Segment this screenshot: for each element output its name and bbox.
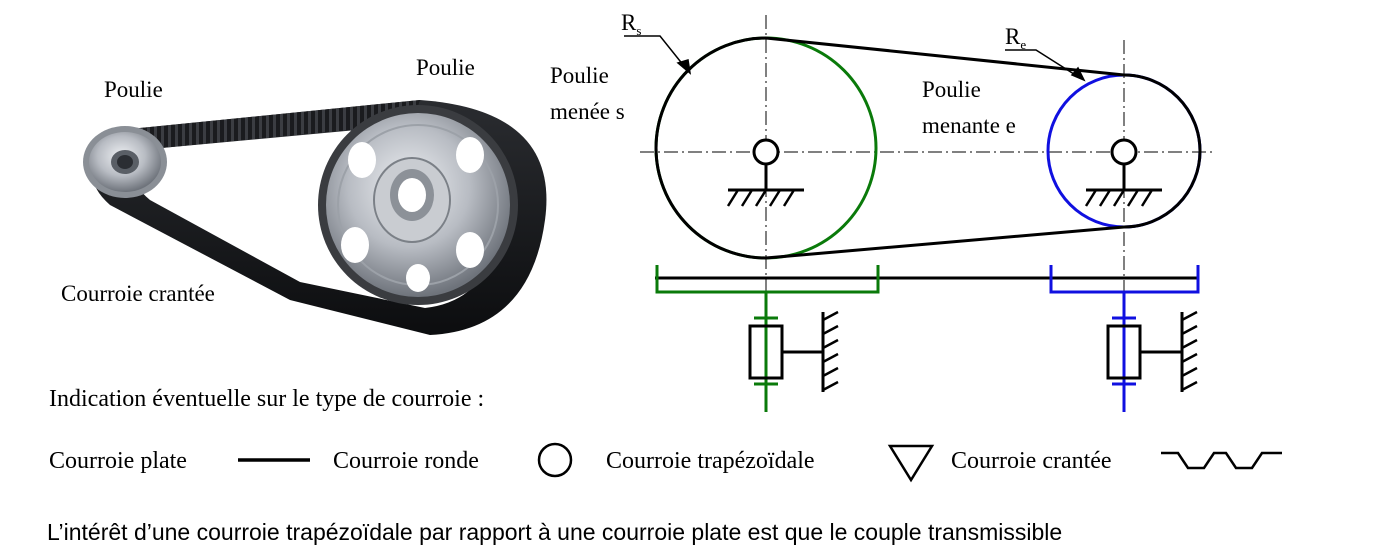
belt-drive-schematic: [624, 15, 1215, 412]
driver-pivot-symbol: [1084, 138, 1162, 207]
legend-item-round-label: Courroie ronde: [333, 448, 479, 474]
radius-driven-label: Rs: [621, 10, 641, 38]
driven-bearing-symbol: [748, 310, 839, 392]
legend-row: Courroie plate Courroie ronde Courroie t…: [49, 442, 1282, 483]
toothed-belt-wave-icon: [1161, 451, 1282, 470]
radius-leader-driven: [624, 35, 692, 75]
driver-pulley-side-view: [1049, 265, 1200, 412]
driver-bearing-symbol: [1106, 310, 1198, 392]
small-pulley-photo: [83, 126, 167, 198]
radius-leader-driver: [1005, 49, 1086, 82]
driven-pulley-label-line1: Poulie: [550, 63, 609, 88]
legend-item-v-label: Courroie trapézoïdale: [606, 448, 815, 474]
large-pulley-photo: [318, 105, 518, 305]
legend-item-toothed-label: Courroie crantée: [951, 448, 1112, 474]
legend-item-flat-label: Courroie plate: [49, 448, 187, 474]
driven-pulley-label-line2: menée s: [550, 99, 625, 124]
belt-drive-photo: [83, 100, 547, 335]
toothed-belt-label: Courroie crantée: [61, 281, 215, 306]
legend-heading: Indication éventuelle sur le type de cou…: [49, 386, 484, 412]
v-belt-triangle-icon: [887, 444, 935, 483]
large-pulley-label: Poulie: [416, 55, 475, 80]
driven-pivot-symbol: [726, 138, 804, 207]
driver-pulley-label-line2: menante e: [922, 113, 1016, 138]
driven-pulley-side-view: [655, 265, 880, 412]
round-belt-circle-icon: [537, 442, 573, 478]
small-pulley-label: Poulie: [104, 77, 163, 102]
driver-pulley-label-line1: Poulie: [922, 77, 981, 102]
radius-driver-label: Re: [1005, 24, 1026, 52]
closing-sentence: L’intérêt d’une courroie trapézoïdale pa…: [47, 519, 1062, 545]
